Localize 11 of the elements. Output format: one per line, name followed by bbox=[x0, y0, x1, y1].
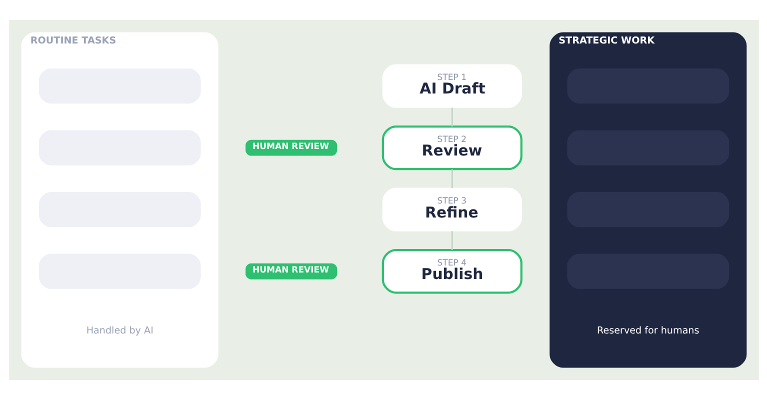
cluster: ROUTINE TASKS Handled by AI bbox=[20, 32, 218, 368]
cluster: STRATEGIC WORK Reserved for humans bbox=[549, 32, 746, 368]
node-box: HUMAN REVIEW bbox=[245, 140, 337, 156]
node-box: STEP 4 Publish bbox=[381, 249, 522, 294]
connector bbox=[450, 169, 452, 188]
connector bbox=[450, 231, 452, 250]
connector bbox=[450, 108, 452, 126]
node-box: STEP 1 AI Draft bbox=[382, 64, 522, 108]
node-box: STEP 3 Refine bbox=[382, 188, 522, 232]
node-box: HUMAN REVIEW bbox=[245, 263, 337, 280]
node-box: STEP 2 Review bbox=[381, 125, 522, 170]
